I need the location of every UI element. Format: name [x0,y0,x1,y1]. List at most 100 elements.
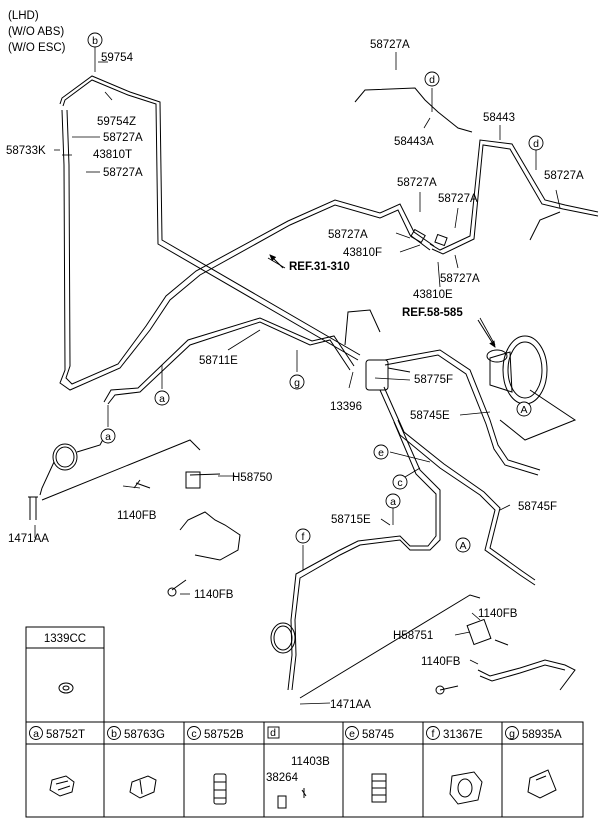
legend-letter-b: b [111,728,117,740]
label-58727a-mid-4: 58727A [440,273,480,285]
legend-letter-c: c [191,728,196,740]
callout-A-2-text: A [459,540,466,552]
callout-A-2 [455,537,471,553]
legend-label-1339cc: 1339CC [44,633,86,645]
clip-58935a-icon [527,769,557,799]
brake-tube-upper-mc [344,309,381,346]
callout-A-1-text: A [520,404,527,416]
legend-letter-e: e [349,728,355,740]
callout-f-text: f [302,531,305,543]
label-ref-58-585: REF.58-585 [402,307,463,319]
label-h58750: H58750 [232,472,272,484]
legend-part-58752b: 58752B [204,729,244,741]
clip-1339cc-icon [58,682,74,694]
label-58443a: 58443A [394,136,434,148]
brake-tube-58715e [291,419,441,691]
callout-g-text: g [294,377,300,389]
callout-a-3 [385,493,401,509]
label-58733k: 58733K [6,145,46,157]
callout-b-text: b [92,35,98,47]
brake-tube-58443a [354,87,473,133]
brake-coil-bottom [270,622,296,654]
label-1471aa-2: 1471AA [330,699,371,711]
callout-a-3-text: a [390,496,396,508]
callout-g [289,374,305,390]
callout-c-text: c [397,477,402,489]
header-line-wo-abs: (W/O ABS) [8,26,64,38]
callout-d-top [424,71,440,87]
label-1471aa-1: 1471AA [8,533,49,545]
label-43810t: 43810T [93,149,132,161]
callout-A-1 [516,401,532,417]
clip-58752t-icon [49,775,75,797]
callout-f [295,528,311,544]
legend-part-58745: 58745 [362,729,394,741]
callout-b [87,32,103,48]
brake-tube-58745f-b [383,386,536,581]
label-59754z: 59754Z [97,116,136,128]
clip-58763g-icon [129,775,157,799]
clip-31367e-icon [449,771,483,805]
brake-hose-h58751 [477,659,576,691]
legend-part-38264: 38264 [266,772,299,784]
callout-a-1-text: a [159,393,165,405]
brake-tube-59754 [59,75,361,356]
header-line-wo-esc: (W/O ESC) [8,42,66,54]
label-1140fb-3: 1140FB [478,608,518,620]
label-1140fb-4: 1140FB [421,656,461,668]
legend-letter-g: g [509,728,515,740]
brake-hose-right-top [529,211,561,241]
legend-part-58763g: 58763G [124,729,165,741]
legend-part-11403b: 11403B [291,756,330,768]
label-58727a-mid-1: 58727A [397,177,437,189]
label-59754: 59754 [101,52,134,64]
label-43810f: 43810F [343,247,382,259]
callout-e-text: e [378,447,384,459]
label-h58751: H58751 [393,630,433,642]
brake-tube-58443 [429,139,599,251]
legend-part-31367e: 31367E [443,729,483,741]
callout-d-right-text: d [533,138,539,150]
callout-d-right [528,135,544,151]
label-58443: 58443 [483,112,515,124]
header-line-lhd: (LHD) [8,10,39,22]
callout-a-1 [154,390,170,406]
label-1140fb-1: 1140FB [117,510,157,522]
label-13396: 13396 [330,401,362,413]
brake-tube-58745e [384,349,541,471]
label-1140fb-2: 1140FB [194,589,234,601]
brake-coil-left [52,443,78,471]
brake-tube-58443-b [431,144,599,255]
brake-hose-h58750 [179,511,241,561]
clip-11403b-icon [277,788,307,809]
legend-letter-a: a [33,728,39,740]
legend-box-1339cc: 1339CC [25,626,105,723]
legend-part-58935a: 58935A [522,729,562,741]
master-cylinder [365,335,548,405]
clip-58752b-icon [213,773,227,805]
brake-tube-58711e [107,321,351,405]
brake-tube-59754-b [62,79,359,361]
label-58745e: 58745E [410,410,450,422]
callout-d-top-text: d [429,74,435,86]
label-58727a-right: 58727A [544,170,584,182]
label-58727a-left-1: 58727A [103,132,143,144]
brake-tube-left-vertical-b [65,109,435,385]
label-58727a-mid-2: 58727A [438,193,478,205]
label-58711e: 58711E [199,355,238,367]
callout-a-2 [100,428,116,444]
label-58727a-top: 58727A [370,39,410,51]
brake-tube-left-vertical [59,109,431,391]
legend-table [25,721,584,818]
brake-tube-58711e-b [103,317,355,403]
callout-c [392,474,408,490]
label-43810e: 43810E [413,289,453,301]
brake-tube-58715e-b [287,421,437,691]
legend-letter-d: d [270,727,276,739]
legend-letter-f: f [432,728,435,740]
label-58775f: 58775F [414,374,453,386]
label-58715e: 58715E [331,514,371,526]
brake-tube-58745e-b [384,354,539,476]
